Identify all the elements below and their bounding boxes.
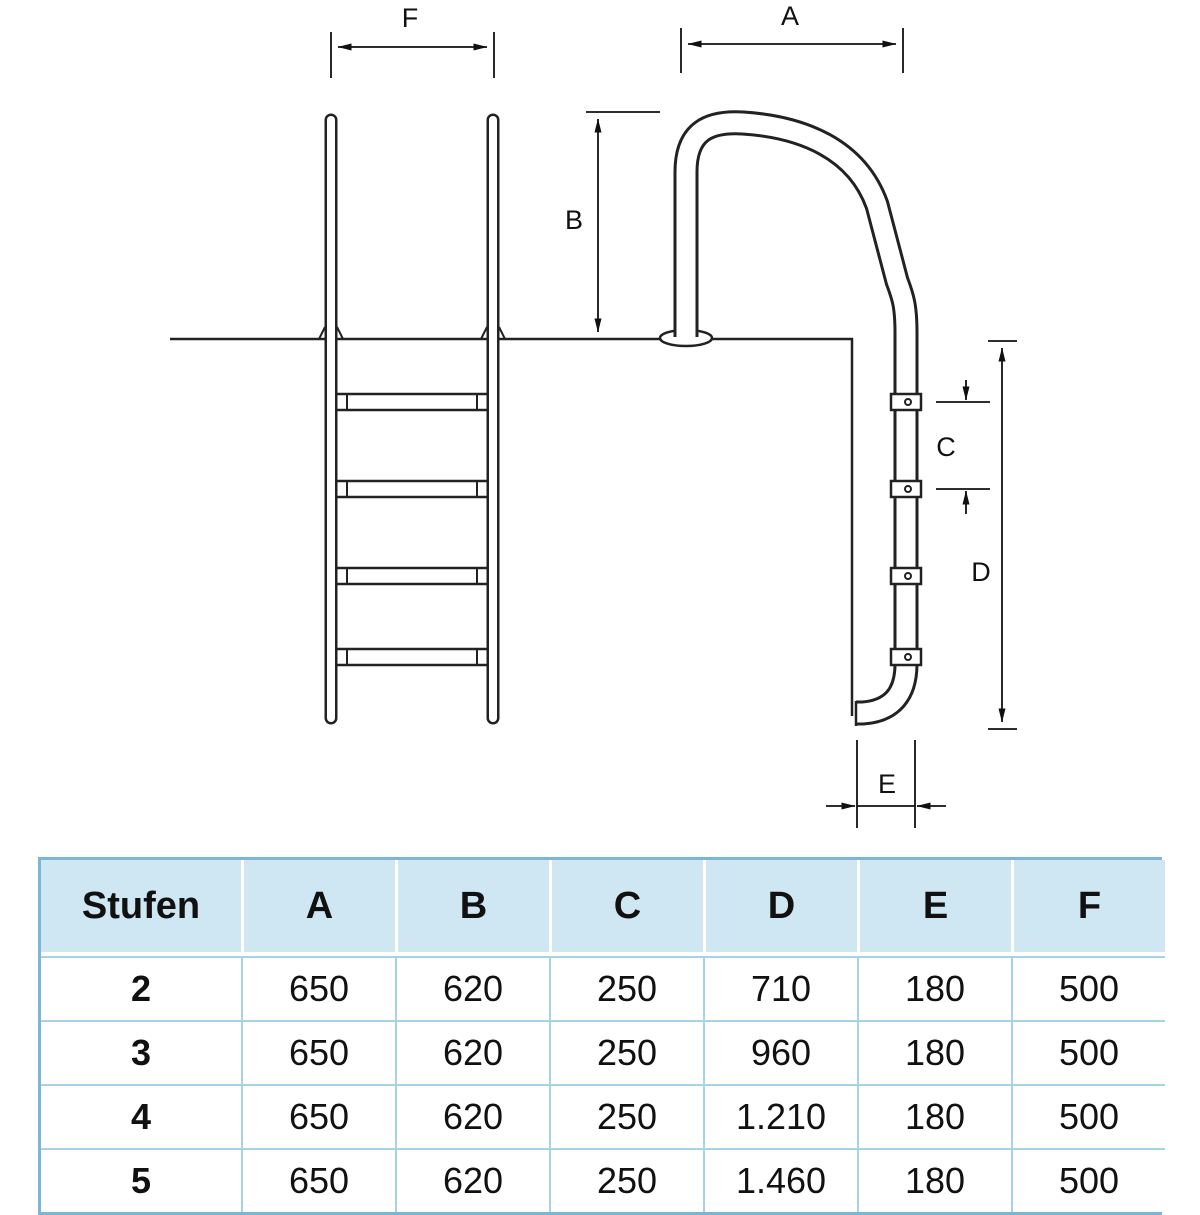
table-cell: 620 xyxy=(395,1148,549,1212)
ladder-rails xyxy=(324,113,500,725)
table-cell: 250 xyxy=(549,956,703,1020)
pool-ladder-technical-drawing: F A B C D E xyxy=(170,1,1017,828)
dimension-F xyxy=(330,32,495,78)
table-cell-stufen: 5 xyxy=(41,1148,241,1212)
table-cell: 1.460 xyxy=(703,1148,857,1212)
table-header-a: A xyxy=(241,860,395,956)
dimension-B xyxy=(586,111,660,333)
table-cell: 250 xyxy=(549,1148,703,1212)
handrail-side-view xyxy=(658,110,923,726)
table-cell: 650 xyxy=(241,1148,395,1212)
table-header-b: B xyxy=(395,860,549,956)
dimension-E xyxy=(826,740,946,828)
table-row: 2 650 620 250 710 180 500 xyxy=(41,956,1165,1020)
table-cell-stufen: 2 xyxy=(41,956,241,1020)
dimension-A xyxy=(680,28,904,73)
table-header-e: E xyxy=(857,860,1011,956)
table-header-c: C xyxy=(549,860,703,956)
table-cell: 650 xyxy=(241,1020,395,1084)
table-cell: 650 xyxy=(241,956,395,1020)
table-cell: 500 xyxy=(1011,956,1165,1020)
dimension-C xyxy=(936,380,990,514)
dim-label-f: F xyxy=(402,3,419,33)
rail-deck-flanges xyxy=(318,326,506,340)
table-cell: 620 xyxy=(395,956,549,1020)
step-anchor-brackets xyxy=(889,392,923,667)
dim-label-b: B xyxy=(565,205,583,235)
table-cell: 500 xyxy=(1011,1148,1165,1212)
table-cell-stufen: 3 xyxy=(41,1020,241,1084)
table-row: 5 650 620 250 1.460 180 500 xyxy=(41,1148,1165,1212)
table-cell: 180 xyxy=(857,1148,1011,1212)
table-cell: 250 xyxy=(549,1084,703,1148)
table-header-row: Stufen A B C D E F xyxy=(41,860,1165,956)
rung-clamp-marks xyxy=(346,394,478,665)
dimension-D xyxy=(988,340,1017,730)
table-header-f: F xyxy=(1011,860,1165,956)
ladder-front-view xyxy=(318,113,506,725)
table-cell: 250 xyxy=(549,1020,703,1084)
table-cell: 180 xyxy=(857,1084,1011,1148)
table-cell: 710 xyxy=(703,956,857,1020)
dim-label-a: A xyxy=(781,1,799,31)
table-cell: 620 xyxy=(395,1020,549,1084)
table-cell: 650 xyxy=(241,1084,395,1148)
dim-label-d: D xyxy=(971,557,991,587)
dimensions-table: Stufen A B C D E F 2 650 620 250 710 180 xyxy=(41,860,1165,1212)
table-cell: 500 xyxy=(1011,1084,1165,1148)
table-cell: 500 xyxy=(1011,1020,1165,1084)
handrail-tube-inner xyxy=(676,113,916,723)
table-row: 4 650 620 250 1.210 180 500 xyxy=(41,1084,1165,1148)
table-cell: 1.210 xyxy=(703,1084,857,1148)
table-cell: 180 xyxy=(857,1020,1011,1084)
table-cell: 180 xyxy=(857,956,1011,1020)
dimensions-table-wrap: Stufen A B C D E F 2 650 620 250 710 180 xyxy=(38,857,1165,1215)
table-cell: 620 xyxy=(395,1084,549,1148)
dim-label-e: E xyxy=(878,769,896,799)
dim-label-c: C xyxy=(936,432,956,462)
table-cell: 960 xyxy=(703,1020,857,1084)
table-header-stufen: Stufen xyxy=(41,860,241,956)
deck-line xyxy=(170,337,854,716)
table-cell-stufen: 4 xyxy=(41,1084,241,1148)
ladder-rungs xyxy=(329,392,495,667)
table-header-d: D xyxy=(703,860,857,956)
table-row: 3 650 620 250 960 180 500 xyxy=(41,1020,1165,1084)
